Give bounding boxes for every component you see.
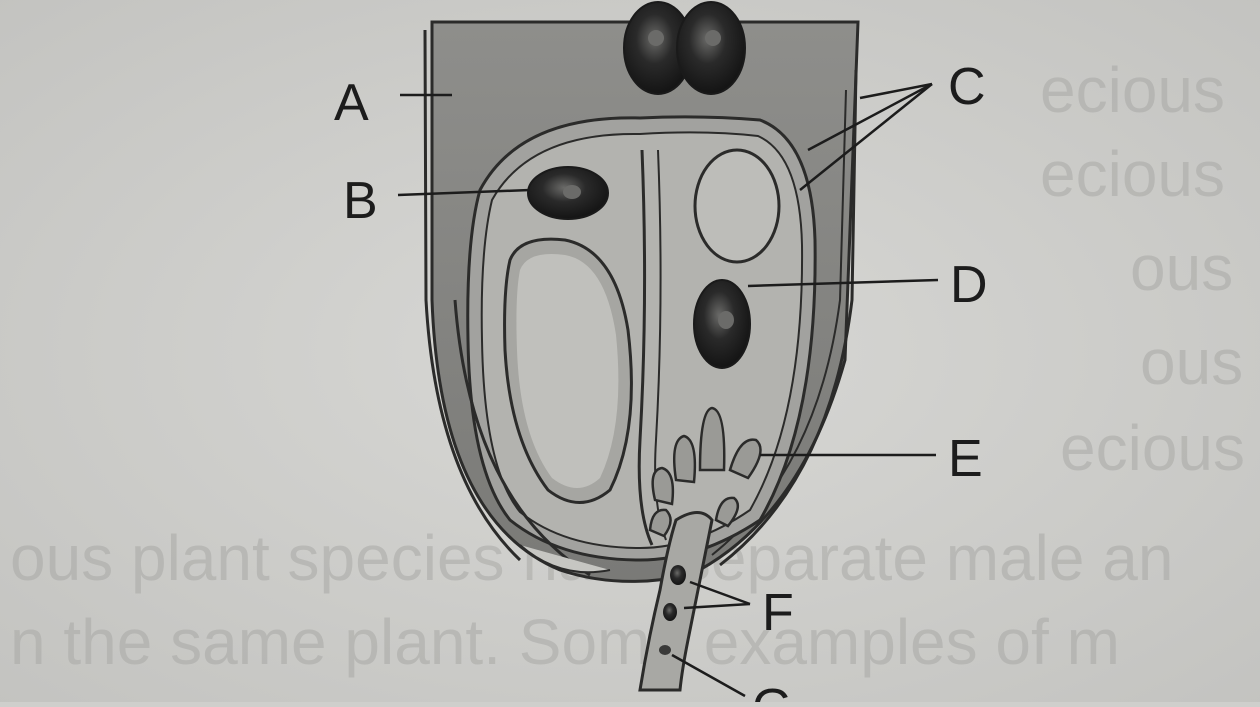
nucleolus-d: [718, 311, 734, 329]
background-text-line: n the same plant. Some examples of m: [10, 606, 1120, 678]
label-g: G: [752, 679, 792, 702]
label-b: B: [343, 172, 378, 230]
label-c: C: [948, 58, 986, 116]
background-text-line: ous: [1140, 326, 1243, 398]
background-text-line: ecious: [1040, 54, 1225, 126]
tube-nucleus: [659, 645, 671, 655]
label-f: F: [762, 584, 794, 642]
top-cell-right-nucleolus: [705, 30, 721, 46]
filiform-cell: [653, 468, 673, 504]
sperm-nucleus-1: [670, 565, 686, 585]
nucleolus-b: [563, 185, 581, 199]
label-d: D: [950, 256, 988, 314]
top-cell-right: [677, 2, 745, 94]
label-a: A: [334, 74, 369, 132]
vacuole: [695, 150, 779, 262]
filiform-cell: [674, 436, 695, 482]
top-cell-left-nucleolus: [648, 30, 664, 46]
label-e: E: [948, 430, 983, 488]
background-text-line: ecious: [1060, 412, 1245, 484]
background-text-line: ous: [1130, 232, 1233, 304]
background-text-line: ecious: [1040, 138, 1225, 210]
sperm-nucleus-2: [663, 603, 677, 621]
